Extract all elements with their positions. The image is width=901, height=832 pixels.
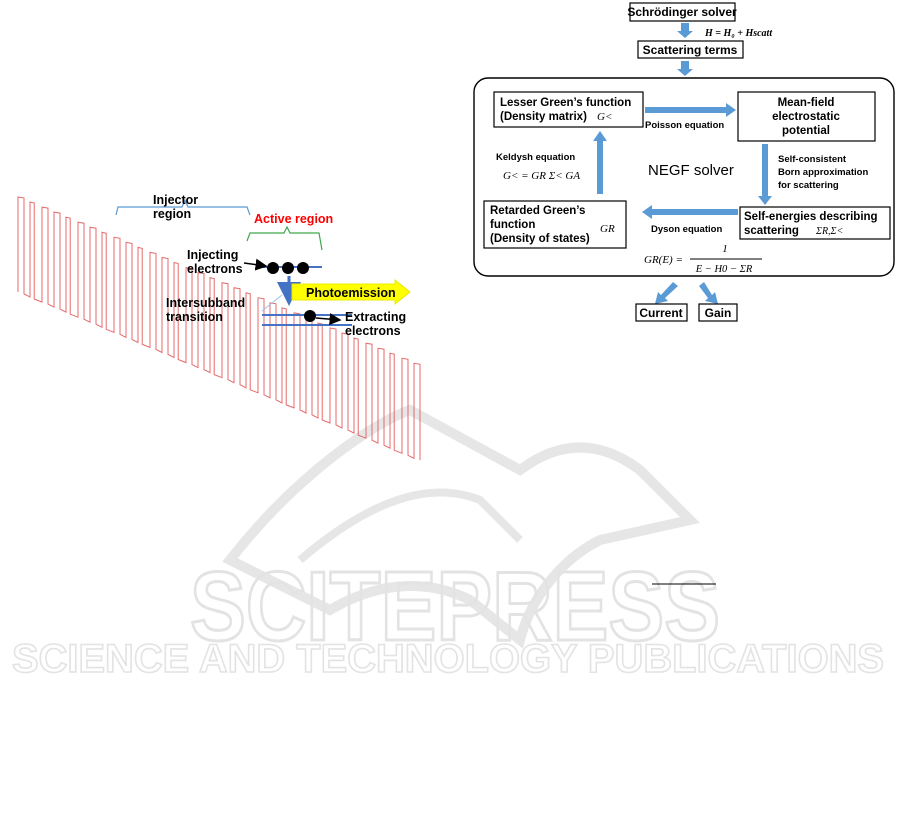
mean-field-label-1: Mean-field bbox=[778, 97, 835, 109]
keldysh-label: Keldysh equation bbox=[496, 152, 575, 163]
self-energies-symbol: ΣR,Σ< bbox=[815, 226, 843, 237]
negf-flowchart: Schrödinger solver H = H₀ + Hscatt Scatt… bbox=[473, 2, 895, 322]
lesser-green-symbol: G< bbox=[597, 111, 612, 123]
arrow-to-gain bbox=[699, 282, 718, 304]
dyson-lhs: GR(E) = bbox=[644, 254, 683, 266]
dyson-numerator: 1 bbox=[722, 243, 728, 255]
self-consistent-label-2: Born approximation bbox=[778, 167, 868, 178]
arrow-lesser-to-meanfield bbox=[645, 103, 736, 117]
schrodinger-box bbox=[629, 2, 736, 22]
extracting-label-1: Extracting bbox=[345, 310, 406, 324]
injector-brace bbox=[115, 198, 251, 216]
watermark-logo bbox=[222, 404, 700, 649]
electron-dot-3 bbox=[297, 262, 309, 274]
active-brace bbox=[246, 225, 323, 251]
mean-field-label-3: potential bbox=[782, 125, 830, 137]
injecting-label-1: Injecting bbox=[187, 248, 238, 262]
electron-dot-1 bbox=[267, 262, 279, 274]
retarded-green-label-1: Retarded Green’s bbox=[490, 205, 585, 217]
injector-label-1: Injector bbox=[153, 193, 198, 207]
hamiltonian-label: H = H₀ + Hscatt bbox=[704, 28, 773, 39]
watermark-title: SCITEPRESS bbox=[190, 551, 720, 661]
electron-dot-extract bbox=[304, 310, 316, 322]
arrow-selfenergy-to-retarded bbox=[642, 205, 738, 219]
photoemission-arrow bbox=[291, 278, 411, 306]
scattering-terms-label: Scattering terms bbox=[643, 43, 738, 57]
electron-dot-2 bbox=[282, 262, 294, 274]
poisson-label: Poisson equation bbox=[645, 120, 724, 131]
gain-label: Gain bbox=[705, 306, 732, 320]
lesser-green-label-2: (Density matrix) bbox=[500, 111, 587, 123]
arrow-scattering-down bbox=[677, 61, 693, 76]
photoemission-label: Photoemission bbox=[306, 286, 396, 300]
arrow-schrodinger-down bbox=[677, 23, 693, 38]
current-box bbox=[635, 303, 688, 322]
retarded-green-label-3: (Density of states) bbox=[490, 233, 590, 245]
retarded-green-box bbox=[483, 200, 627, 249]
extraction-arrow bbox=[315, 313, 342, 326]
gain-box bbox=[698, 303, 738, 322]
injecting-label-2: electrons bbox=[187, 262, 243, 276]
band-diagram: Injector region Active region Injecting … bbox=[17, 193, 421, 461]
negf-solver-label: NEGF solver bbox=[648, 162, 734, 179]
schrodinger-label: Schrödinger solver bbox=[627, 5, 737, 19]
injection-arrow bbox=[243, 258, 268, 271]
injector-label-2: region bbox=[153, 207, 191, 221]
active-region-label: Active region bbox=[254, 212, 333, 226]
arrow-to-current bbox=[655, 282, 678, 304]
self-consistent-label-1: Self-consistent bbox=[778, 154, 847, 165]
keldysh-equation: G< = GR Σ< GA bbox=[503, 170, 580, 182]
arrow-meanfield-to-selfenergy bbox=[758, 144, 772, 205]
self-energies-label-2: scattering bbox=[744, 225, 799, 237]
lesser-green-box bbox=[493, 91, 644, 128]
intersubband-label-2: transition bbox=[166, 310, 223, 324]
self-energies-box bbox=[739, 206, 891, 240]
conduction-band-profile bbox=[17, 196, 421, 461]
mean-field-label-2: electrostatic bbox=[772, 111, 840, 123]
transition-leader bbox=[261, 294, 283, 312]
self-energies-label-1: Self-energies describing bbox=[744, 211, 878, 223]
watermark-subtitle: SCIENCE AND TECHNOLOGY PUBLICATIONS bbox=[12, 637, 884, 681]
scattering-terms-box bbox=[637, 40, 744, 59]
retarded-green-label-2: function bbox=[490, 219, 535, 231]
lesser-green-label-1: Lesser Green’s function bbox=[500, 97, 631, 109]
watermark: SCITEPRESS SCIENCE AND TECHNOLOGY PUBLIC… bbox=[11, 404, 885, 682]
self-consistent-label-3: for scattering bbox=[778, 180, 839, 191]
mean-field-box bbox=[737, 91, 876, 142]
dyson-label: Dyson equation bbox=[651, 224, 722, 235]
intersubband-label-1: Intersubband bbox=[166, 296, 245, 310]
extracting-label-2: electrons bbox=[345, 324, 401, 338]
dyson-denominator: E − H0 − ΣR bbox=[695, 264, 753, 275]
current-label: Current bbox=[639, 306, 682, 320]
arrow-retarded-to-lesser bbox=[593, 131, 607, 194]
retarded-green-symbol: GR bbox=[600, 223, 615, 235]
